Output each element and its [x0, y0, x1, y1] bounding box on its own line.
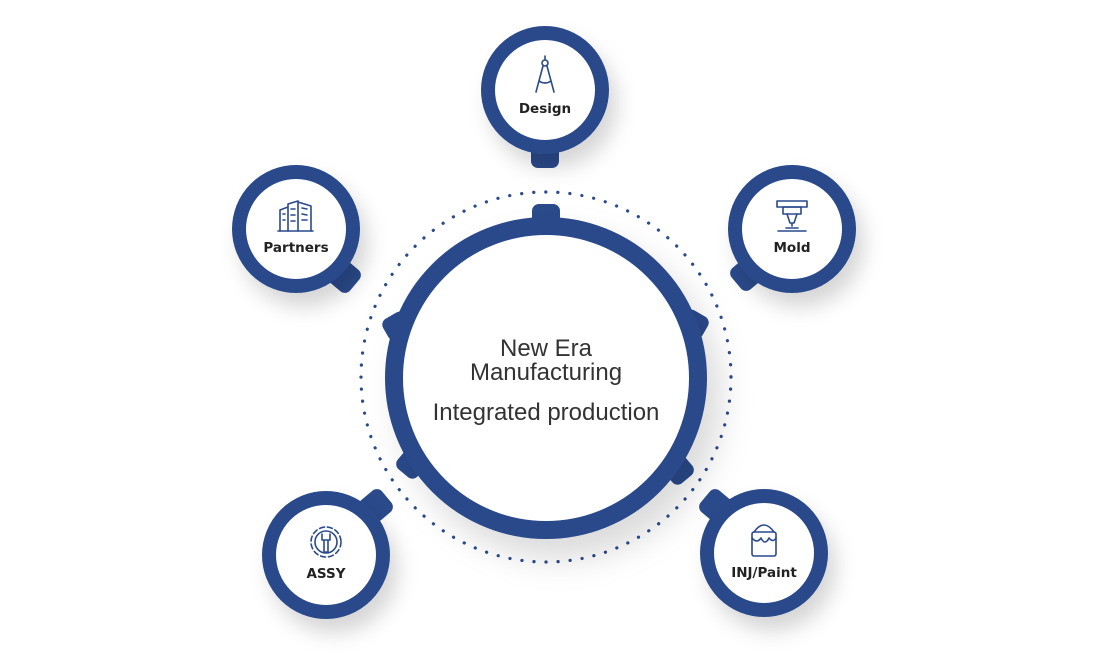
hub-title-line1: New Era [500, 335, 593, 362]
dotted-orbit [359, 190, 733, 564]
paint-bucket-icon [751, 524, 777, 557]
central-hub: New Era Manufacturing Integrated product… [382, 204, 709, 539]
node-label-assy: ASSY [306, 566, 345, 582]
node-label-inj-paint: INJ/Paint [731, 565, 797, 581]
node-assy: ASSY [262, 489, 393, 619]
node-partners: Partners [232, 165, 361, 293]
compass-icon [535, 55, 555, 93]
gear-wrench-icon [310, 526, 342, 558]
node-label-design: Design [519, 101, 571, 117]
buildings-icon [277, 200, 314, 232]
hub-title-line2: Manufacturing [470, 359, 622, 386]
node-design: Design [481, 26, 609, 168]
node-inj-paint: INJ/Paint [699, 489, 828, 617]
hub-subtitle: Integrated production [433, 399, 660, 426]
node-mold: Mold [728, 165, 856, 293]
node-label-mold: Mold [774, 240, 811, 256]
drill-press-icon [776, 200, 808, 232]
node-label-partners: Partners [263, 240, 328, 256]
